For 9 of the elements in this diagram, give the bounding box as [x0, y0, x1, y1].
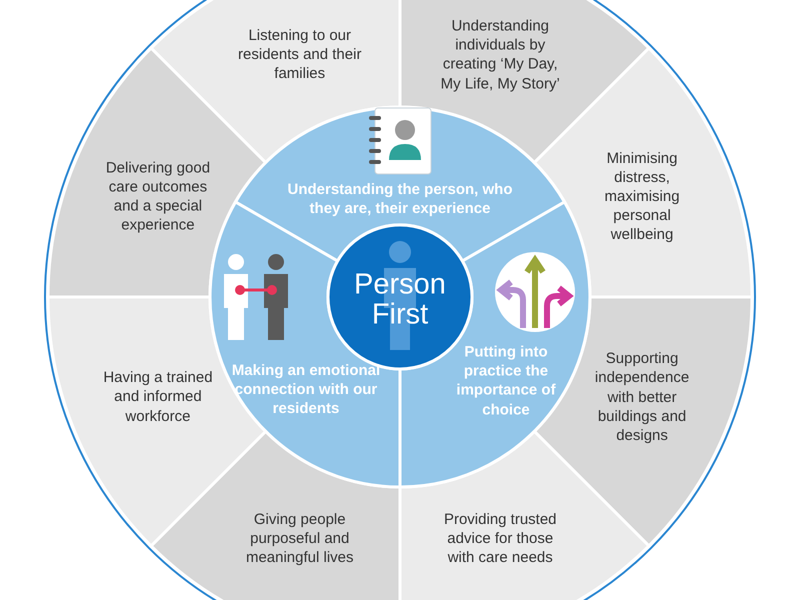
inner-segment-text: Understanding the person, who they are, their experience [280, 180, 520, 218]
outer-segment-text: Giving people purposeful and meaningful lives [238, 510, 362, 568]
outer-segment-text: Providing trusted advice for those with care needs [438, 510, 562, 568]
outer-segment-text: Having a trained and informed workforce [96, 368, 220, 426]
outer-segment-text: Supporting independence with better buildings and designs [580, 349, 704, 446]
outer-segment-text: Delivering good care outcomes and a special experience [96, 158, 220, 236]
inner-segment-text: Making an emotional connection with our residents [231, 361, 381, 419]
inner-segment-text: Putting into practice the importance of choice [443, 342, 569, 420]
outer-segment-text: Listening to our residents and their families [238, 26, 362, 84]
